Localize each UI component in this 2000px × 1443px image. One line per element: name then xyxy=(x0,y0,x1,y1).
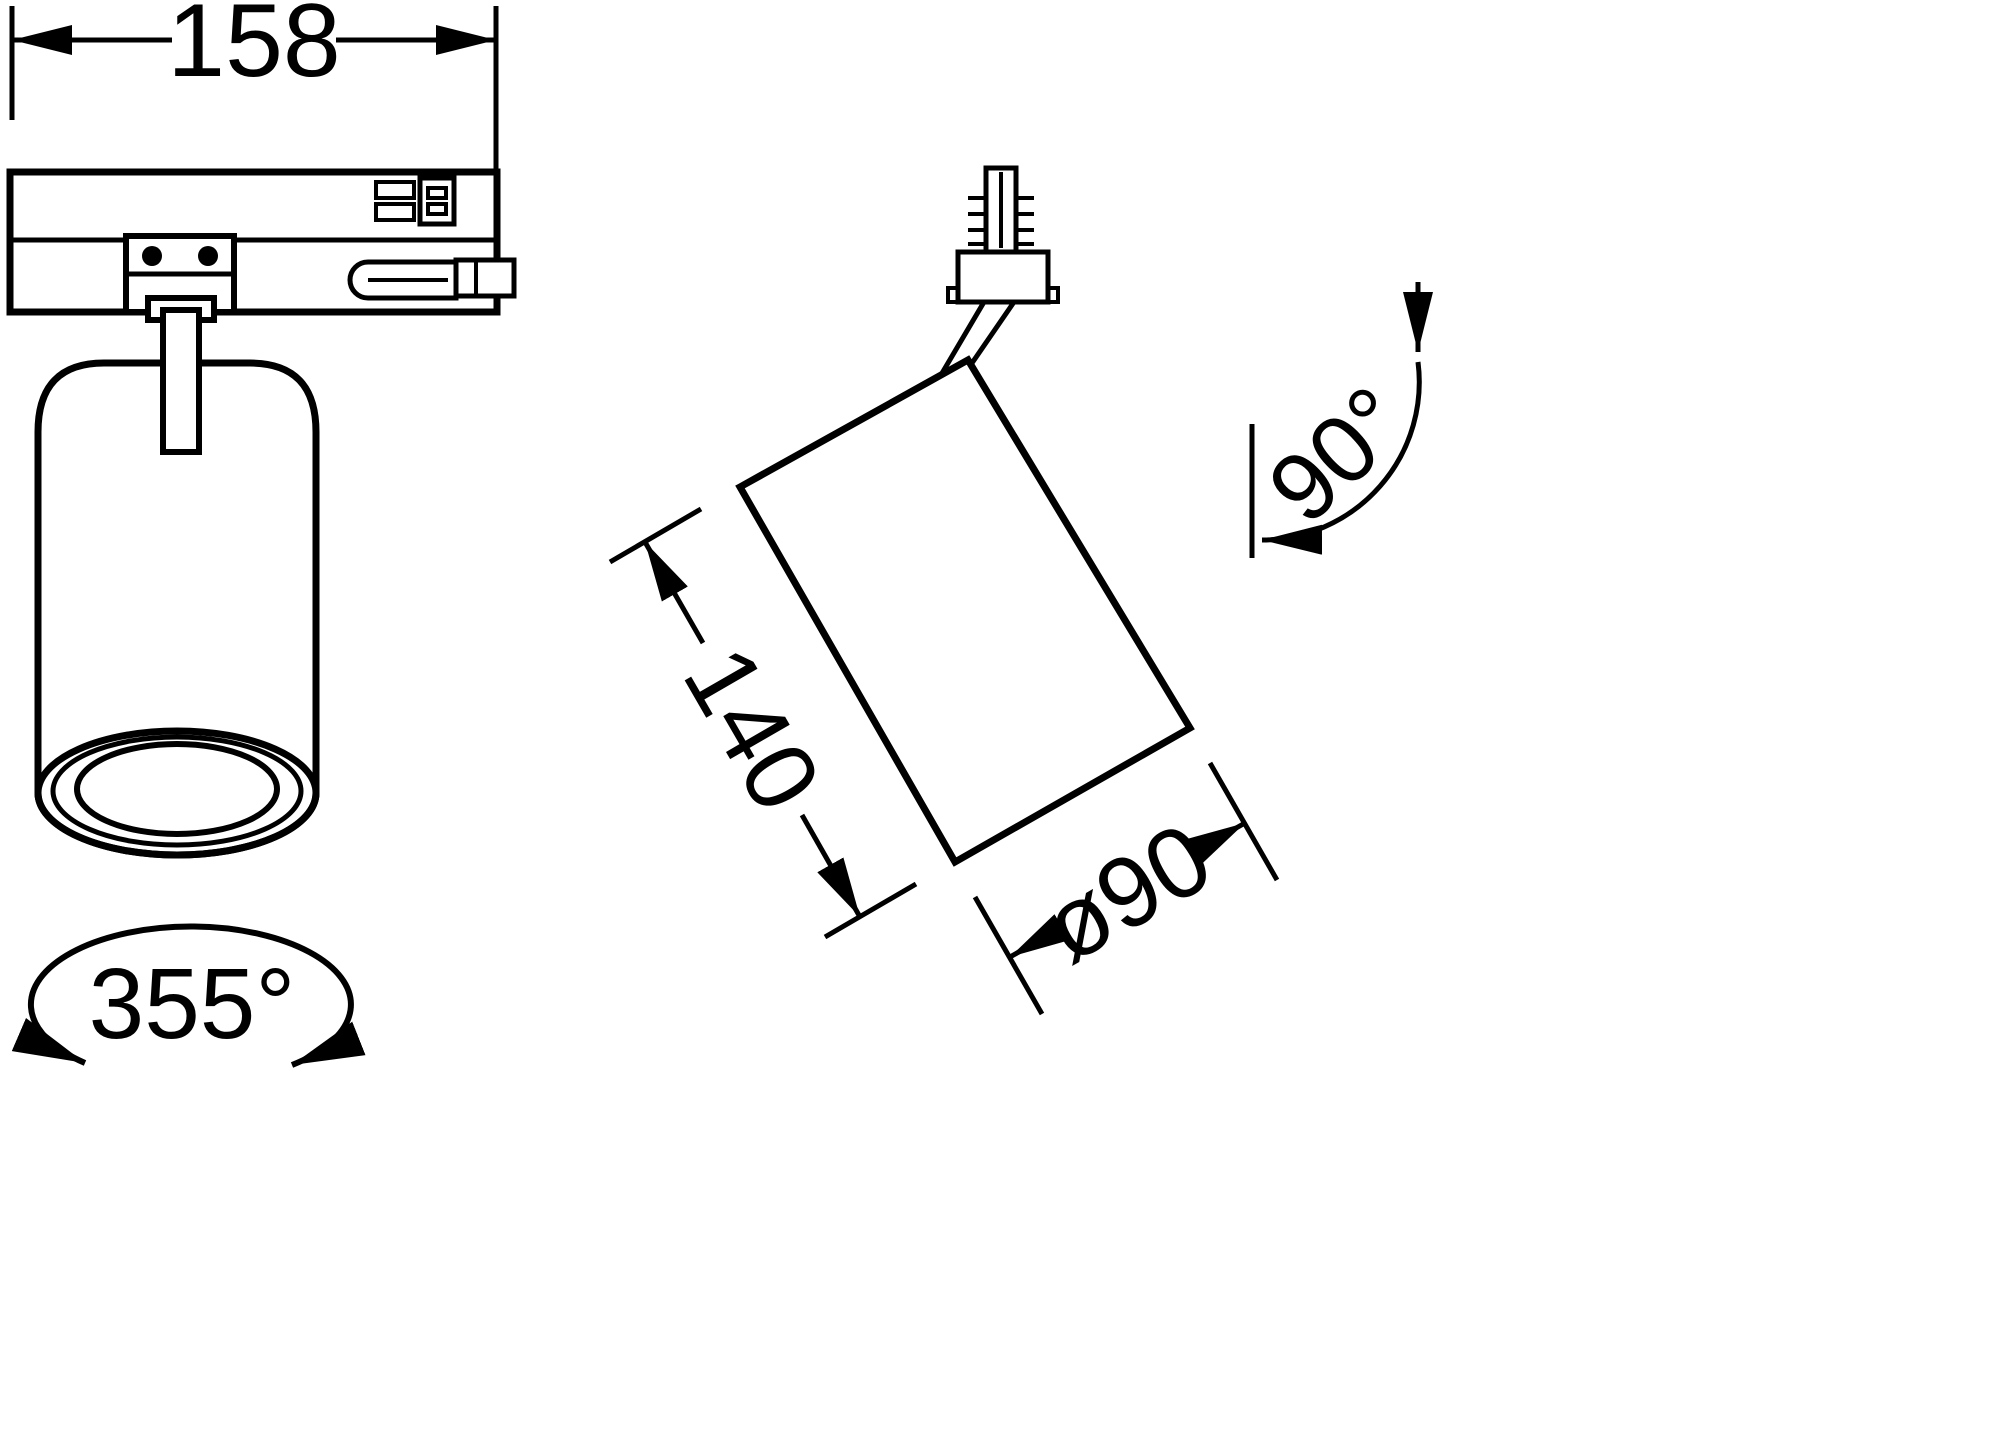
length-dimension-label: 140 xyxy=(662,629,842,830)
track-adapter xyxy=(6,168,517,323)
tilted-cylinder-body xyxy=(735,355,1195,867)
contact-block xyxy=(417,175,457,227)
contact-bar xyxy=(374,202,416,222)
contact-pin xyxy=(426,202,448,216)
side-view: 140 ø90 90° xyxy=(608,165,1433,1016)
extension-line xyxy=(972,895,1045,1016)
diameter-dimension-label: ø90 xyxy=(1024,801,1229,984)
width-dimension: 158 xyxy=(9,0,499,170)
screw-dot xyxy=(142,246,162,266)
rotation-angle-label: 355° xyxy=(89,948,296,1060)
contact-bar xyxy=(374,180,416,200)
screw-dot xyxy=(198,246,218,266)
dimension-arrow-right xyxy=(1185,820,1247,866)
extension-line xyxy=(823,881,918,940)
rotation-dimension: 355° xyxy=(11,923,366,1068)
mounting-stem xyxy=(160,307,202,455)
connector-base xyxy=(955,249,1051,305)
base-foot xyxy=(1048,286,1060,304)
spotlight-body xyxy=(34,307,320,859)
angle-arc xyxy=(1261,361,1422,555)
extension-line xyxy=(608,506,703,565)
front-rim-outer xyxy=(34,727,320,859)
rotation-arc xyxy=(11,923,366,1068)
base-foot xyxy=(946,286,958,304)
dimension-arrow-bottom xyxy=(799,813,863,919)
adapter-contacts xyxy=(347,175,517,301)
side-tab xyxy=(453,257,517,299)
contact-pin xyxy=(426,186,448,200)
dimension-arrow-left xyxy=(1008,914,1070,960)
front-rim-inner xyxy=(50,734,304,848)
tilt-angle-dimension: 90° xyxy=(1248,282,1433,558)
tilt-angle-label: 90° xyxy=(1248,366,1427,543)
track-connector xyxy=(931,165,1060,387)
dimension-arrow-top xyxy=(642,540,706,645)
connector-teeth xyxy=(968,196,1034,246)
width-dimension-label: 158 xyxy=(167,0,341,99)
lens-opening xyxy=(74,741,280,837)
front-view: 158 xyxy=(6,0,517,1068)
